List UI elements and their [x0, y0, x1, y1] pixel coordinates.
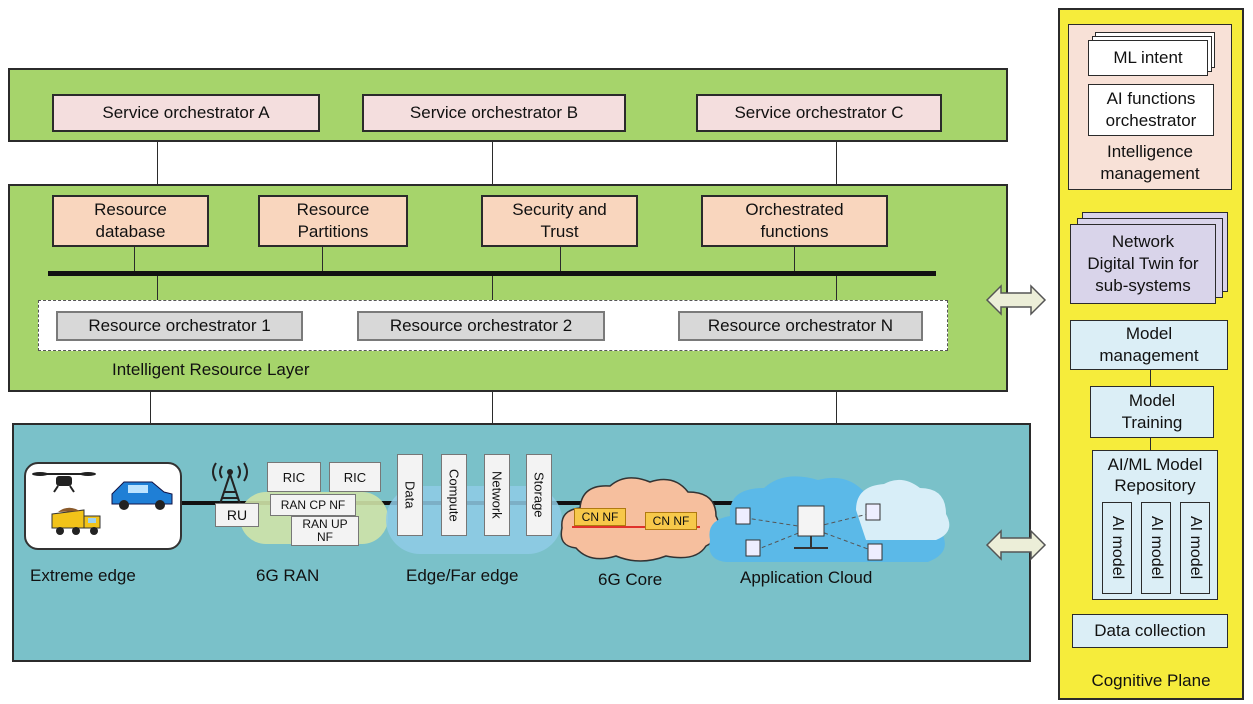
service-orchestrator-c[interactable]: Service orchestrator C: [696, 94, 942, 132]
resource-database-line1: Resource: [94, 200, 167, 219]
core-label: 6G Core: [598, 570, 663, 589]
model-management-line1: Model: [1125, 324, 1173, 343]
ran-cp-nf-box[interactable]: RAN CP NF: [270, 494, 356, 516]
connector-line: [322, 247, 323, 272]
resource-orchestrator-1[interactable]: Resource orchestrator 1: [56, 311, 303, 341]
orchestrated-functions-line2: functions: [760, 222, 829, 241]
connector-line: [560, 247, 561, 272]
security-trust-box[interactable]: Security and Trust: [481, 195, 638, 247]
ai-model-2-label: AI model: [1148, 516, 1165, 580]
ai-model-1-label: AI model: [1109, 516, 1126, 580]
digital-twin-line3: sub-systems: [1095, 276, 1191, 295]
resource-partitions-line2: Partitions: [297, 222, 369, 241]
edge-storage-column[interactable]: Storage: [526, 454, 552, 536]
ai-model-3[interactable]: AI model: [1180, 502, 1210, 594]
model-repository-label: AI/ML Model Repository: [1092, 452, 1218, 498]
application-cloud-label: Application Cloud: [740, 568, 873, 587]
model-training-box[interactable]: Model Training: [1090, 386, 1214, 438]
security-trust-line2: Trust: [540, 222, 579, 241]
edge-network-column[interactable]: Network: [484, 454, 510, 536]
resource-database-line2: database: [95, 222, 166, 241]
connector-line: [836, 276, 837, 300]
ran-label: 6G RAN: [256, 566, 320, 585]
orchestrated-functions-box[interactable]: Orchestrated functions: [701, 195, 888, 247]
resource-partitions-line1: Resource: [296, 200, 370, 219]
security-trust-line1: Security and: [512, 200, 607, 219]
repository-line1: AI/ML Model: [1107, 455, 1203, 474]
resource-bus: [48, 271, 936, 276]
ml-intent-box[interactable]: ML intent: [1088, 40, 1208, 76]
core-cloud-shape: [560, 477, 721, 562]
intelligence-line1: Intelligence: [1106, 142, 1193, 161]
extreme-edge-label: Extreme edge: [30, 566, 136, 585]
edge-data-label: Data: [402, 481, 418, 509]
resource-partitions-box[interactable]: Resource Partitions: [258, 195, 408, 247]
intelligence-management-label: Intelligence management: [1068, 138, 1232, 188]
ran-up-nf-box[interactable]: RAN UP NF: [291, 516, 359, 546]
ai-model-3-label: AI model: [1187, 516, 1204, 580]
resource-database-box[interactable]: Resource database: [52, 195, 209, 247]
edge-label: Edge/Far edge: [406, 566, 519, 585]
connector-line: [836, 142, 837, 184]
connector-line: [1150, 438, 1151, 450]
server-network-icon: [735, 503, 883, 561]
model-training-line2: Training: [1121, 413, 1183, 432]
edge-compute-label: Compute: [446, 468, 462, 522]
truck-icon: [51, 507, 101, 535]
core-nf-2[interactable]: CN NF: [645, 512, 697, 530]
ai-functions-line2: orchestrator: [1105, 111, 1197, 130]
extreme-edge-box[interactable]: [24, 462, 182, 550]
ai-model-1[interactable]: AI model: [1102, 502, 1132, 594]
connector-line: [1150, 370, 1151, 386]
connector-line: [836, 392, 837, 423]
edge-network-label: Network: [489, 471, 505, 519]
connector-line: [492, 142, 493, 184]
core-bus-line: [572, 526, 700, 528]
service-orchestrator-b[interactable]: Service orchestrator B: [362, 94, 626, 132]
repository-line2: Repository: [1114, 476, 1196, 495]
application-cloud-shape: [709, 476, 950, 562]
connector-line: [150, 392, 151, 423]
digital-twin-line2: Digital Twin for: [1087, 254, 1199, 273]
double-arrow-icon: [985, 529, 1047, 561]
model-management-box[interactable]: Model management: [1070, 320, 1228, 370]
connector-line: [492, 276, 493, 300]
edge-storage-label: Storage: [531, 472, 547, 518]
model-management-line2: management: [1099, 346, 1199, 365]
ai-functions-orchestrator-box[interactable]: AI functions orchestrator: [1088, 84, 1214, 136]
intelligence-line2: management: [1100, 164, 1200, 183]
connector-line: [492, 392, 493, 423]
double-arrow-icon: [985, 284, 1047, 316]
resource-orchestrator-2[interactable]: Resource orchestrator 2: [357, 311, 605, 341]
drone-icon: [32, 472, 96, 493]
ai-model-2[interactable]: AI model: [1141, 502, 1171, 594]
network-digital-twin-box[interactable]: Network Digital Twin for sub-systems: [1070, 224, 1216, 304]
connector-line: [794, 247, 795, 272]
car-icon: [111, 481, 173, 510]
model-training-line1: Model: [1128, 391, 1176, 410]
resource-orchestrator-n[interactable]: Resource orchestrator N: [678, 311, 923, 341]
antenna-icon: [212, 462, 248, 505]
connector-line: [134, 247, 135, 272]
resource-layer-title: Intelligent Resource Layer: [112, 360, 310, 379]
ran-up-nf-line1: RAN UP: [302, 517, 348, 531]
core-nf-1[interactable]: CN NF: [574, 508, 626, 526]
edge-compute-column[interactable]: Compute: [441, 454, 467, 536]
ru-box[interactable]: RU: [215, 503, 259, 527]
ric-box-1[interactable]: RIC: [267, 462, 321, 492]
connector-line: [157, 276, 158, 300]
connector-line: [157, 142, 158, 184]
data-collection-box[interactable]: Data collection: [1072, 614, 1228, 648]
cognitive-plane-title: Cognitive Plane: [1091, 671, 1211, 690]
ai-functions-line1: AI functions: [1106, 89, 1196, 108]
digital-twin-line1: Network: [1111, 232, 1175, 251]
ran-up-nf-line2: NF: [317, 530, 333, 544]
orchestrated-functions-line1: Orchestrated: [745, 200, 844, 219]
edge-data-column[interactable]: Data: [397, 454, 423, 536]
ric-box-2[interactable]: RIC: [329, 462, 381, 492]
service-orchestrator-a[interactable]: Service orchestrator A: [52, 94, 320, 132]
extreme-edge-devices-icon: [32, 472, 173, 535]
